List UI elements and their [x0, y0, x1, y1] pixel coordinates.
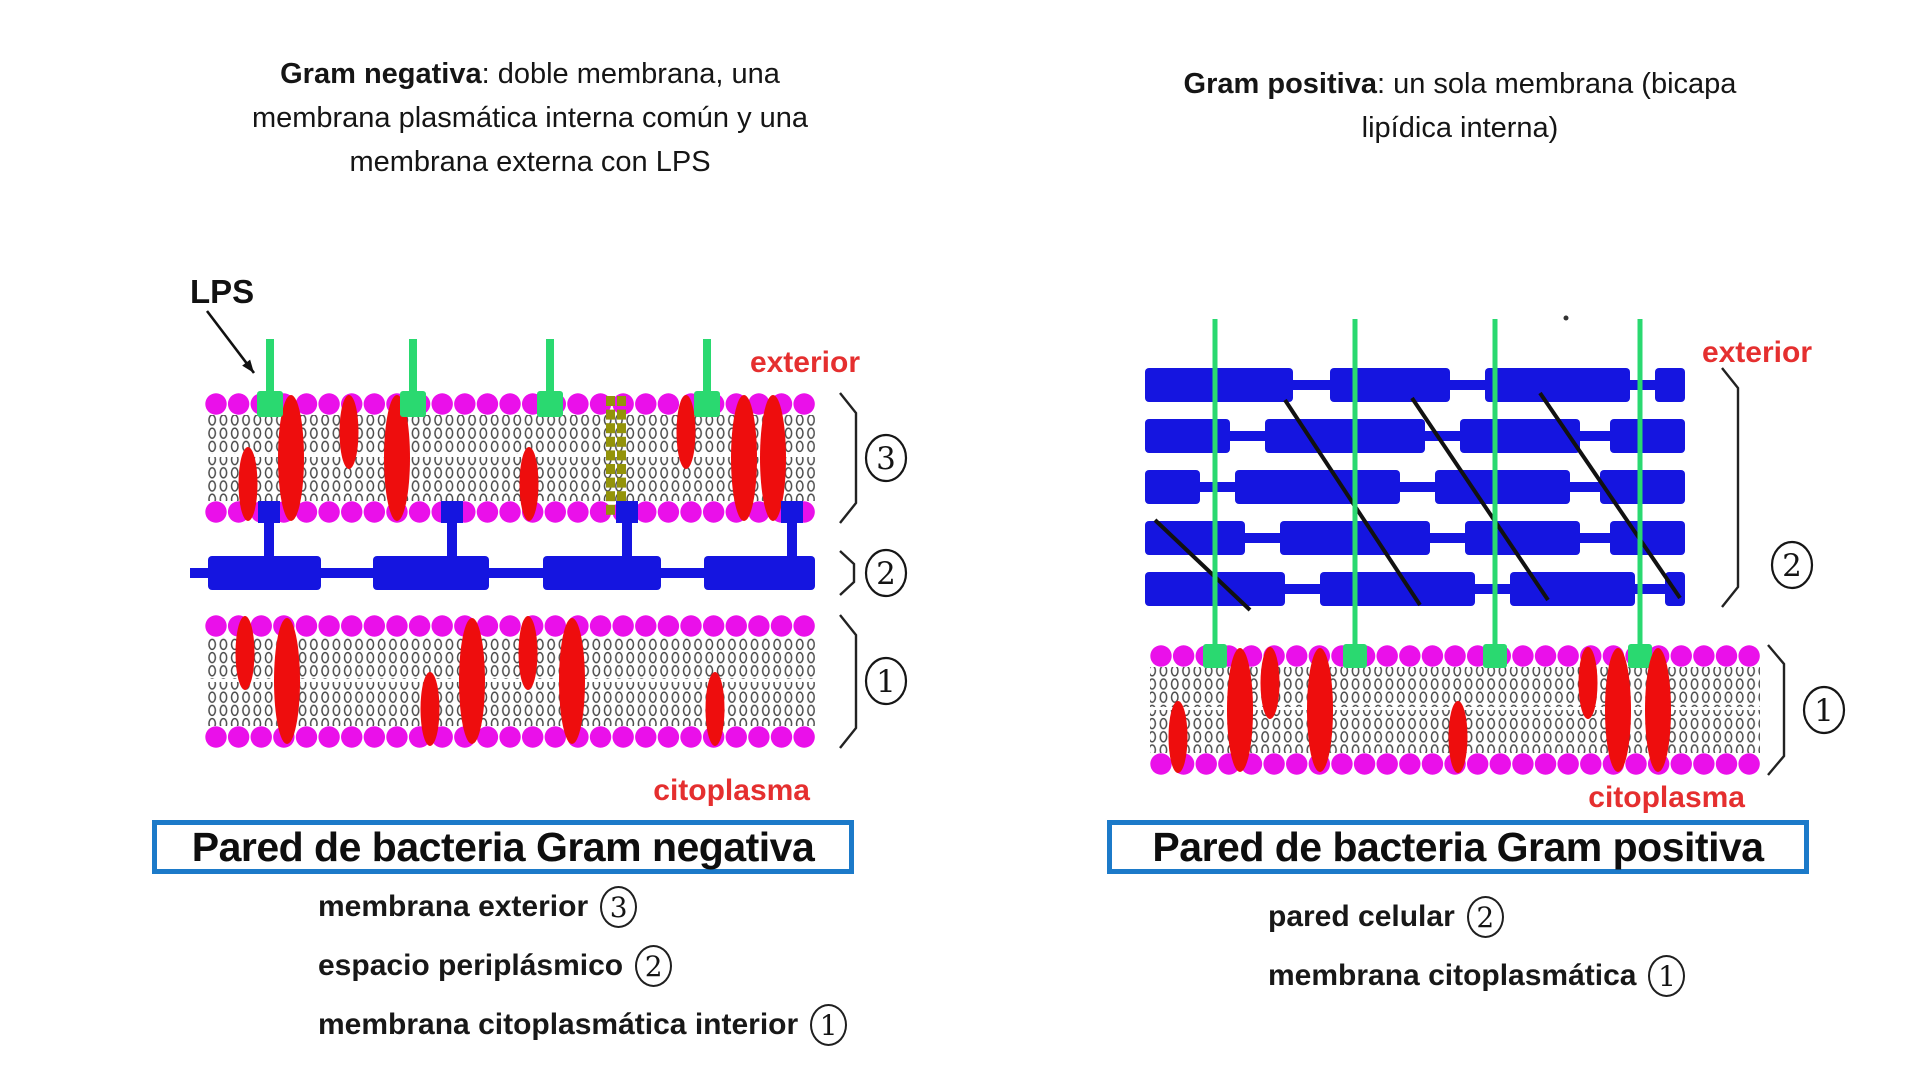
exterior-label: exterior [750, 346, 860, 379]
legend-label: espacio periplásmico [318, 949, 624, 982]
gram-negative-art [190, 310, 815, 748]
heading-line: membrana plasmática interna común y una [251, 102, 809, 134]
inner-membrane [205, 615, 815, 748]
exterior-label: exterior [1702, 336, 1812, 369]
heading-bold: Gram positiva [1183, 68, 1377, 100]
title-box-text: Pared de bacteria Gram negativa [191, 823, 815, 870]
gram-negative-legend: membrana exterior 3 espacio periplásmico… [318, 886, 848, 1046]
lps-molecules [257, 339, 720, 417]
gram-positive-legend: pared celular 2 membrana citoplasmática … [1268, 896, 1686, 997]
number-circle [864, 656, 908, 706]
legend-label: pared celular [1268, 900, 1455, 933]
legend-item: espacio periplásmico 2 [318, 945, 847, 987]
gram-negative-diagram: LPS exterior citoplasma 3 2 1 [190, 273, 908, 807]
membrane-bracket [1767, 644, 1786, 776]
legend-number-circle: 2 [635, 945, 673, 987]
title-box-text: Pared de bacteria Gram positiva [1152, 823, 1764, 870]
membrane-number: 1 [1814, 693, 1834, 729]
heading-line: Gram positiva: un sola membrana (bicapa [1100, 62, 1820, 106]
lps-arrow-icon [205, 310, 256, 374]
citoplasma-label: citoplasma [1588, 781, 1745, 814]
legend-number-circle: 2 [1466, 896, 1504, 938]
legend-item: membrana citoplasmática interior 1 [318, 1004, 848, 1046]
legend-label: membrana citoplasmática interior [318, 1008, 799, 1041]
legend-number-circle: 1 [1648, 955, 1686, 997]
membrane-proteins [238, 395, 786, 521]
membrane-proteins [1168, 647, 1671, 773]
cell-wall-layers [1145, 368, 1685, 606]
legend-label: membrana exterior [318, 890, 589, 923]
peptidoglycan-layer [190, 556, 815, 590]
number-circle [1770, 540, 1814, 590]
lipoteichoic-anchors [1203, 644, 1652, 668]
gram-positive-diagram: exterior citoplasma 2 1 [1145, 315, 1846, 814]
citoplasma-label: citoplasma [653, 774, 810, 807]
legend-item: pared celular 2 [1268, 896, 1685, 938]
speck-dot [1563, 315, 1569, 321]
periplasm-bracket [839, 550, 856, 596]
cell-wall-number: 2 [1782, 548, 1802, 584]
gram-negative-heading: Gram negativa: doble membrana, una membr… [170, 52, 890, 184]
inner-membrane-bracket [839, 614, 858, 749]
outer-membrane-number: 3 [876, 441, 896, 477]
number-circle [864, 548, 908, 598]
cell-wall-bracket [1721, 367, 1740, 608]
heading-bold: Gram negativa [280, 58, 482, 90]
heading-line: lipídica interna) [1361, 112, 1559, 144]
lps-label: LPS [190, 273, 254, 310]
inner-membrane-number: 1 [876, 664, 896, 700]
gram-positive-art [1145, 319, 1760, 775]
periplasm-number: 2 [876, 556, 896, 592]
outer-membrane-bracket [839, 392, 858, 524]
legend-item: membrana citoplasmática 1 [1268, 955, 1686, 997]
heading-line: Gram negativa: doble membrana, una [170, 52, 890, 96]
number-circle [1802, 685, 1846, 735]
heading-rest: : doble membrana, una [481, 58, 780, 90]
membrane-proteins [235, 616, 725, 746]
lipoprotein-anchors [258, 501, 803, 558]
gram-negative-title-box: Pared de bacteria Gram negativa [152, 820, 854, 874]
legend-number-circle: 1 [810, 1004, 848, 1046]
heading-line: membrana externa con LPS [349, 146, 711, 178]
legend-number-circle: 3 [600, 886, 638, 928]
legend-label: membrana citoplasmática [1268, 959, 1637, 992]
gram-positive-heading: Gram positiva: un sola membrana (bicapa … [1100, 62, 1820, 150]
number-circle [864, 433, 908, 483]
teichoic-acids [1212, 319, 1643, 656]
legend-item: membrana exterior 3 [318, 886, 847, 928]
gram-positive-title-box: Pared de bacteria Gram positiva [1107, 820, 1809, 874]
heading-rest: : un sola membrana (bicapa [1376, 68, 1737, 100]
